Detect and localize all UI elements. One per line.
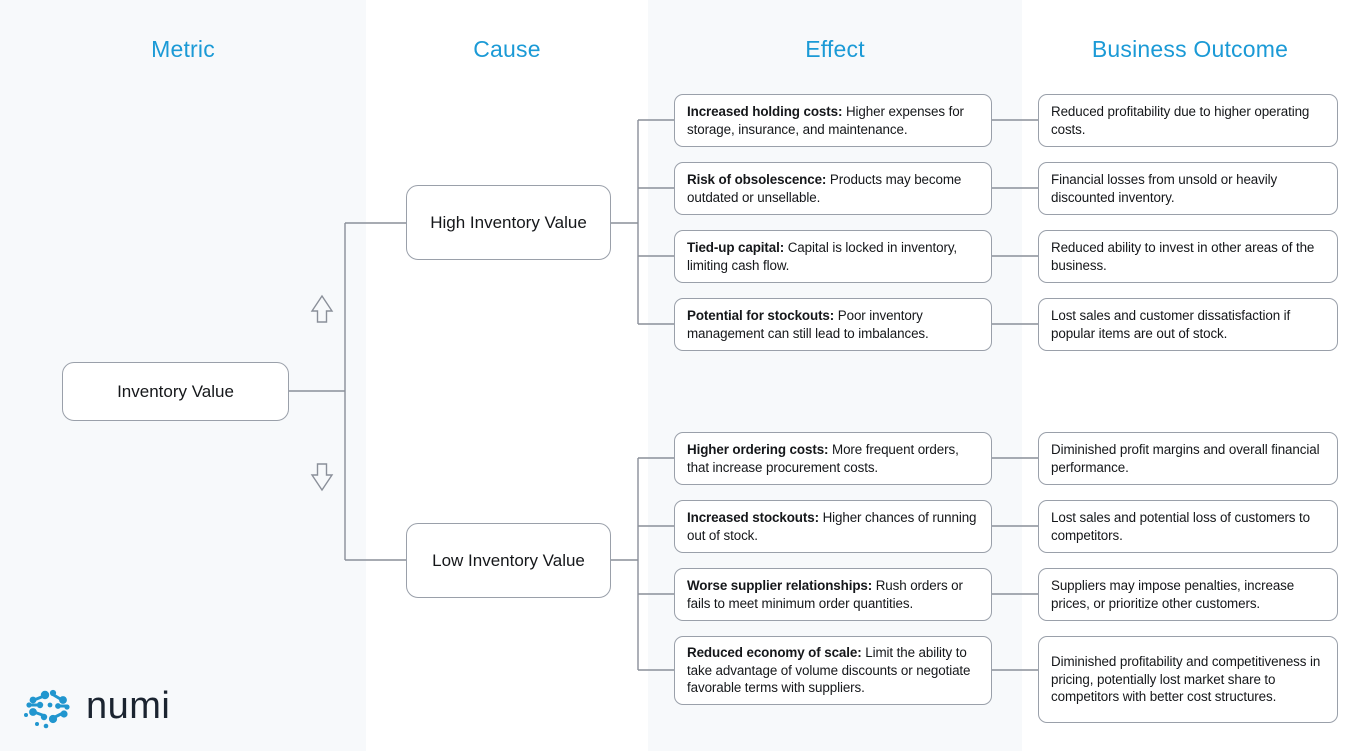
column-header-effect: Effect bbox=[805, 36, 865, 62]
outcome-box[interactable]: Lost sales and customer dissatisfaction … bbox=[1038, 298, 1338, 351]
effect-box[interactable]: Reduced economy of scale: Limit the abil… bbox=[674, 636, 992, 705]
outcome-box[interactable]: Diminished profitability and competitive… bbox=[1038, 636, 1338, 723]
outcome-text: Reduced ability to invest in other areas… bbox=[1051, 239, 1315, 273]
effect-description: Capital is locked in inventory, limiting… bbox=[687, 239, 958, 273]
node-inventory-value[interactable]: Inventory Value bbox=[62, 362, 289, 421]
outcome-text: Reduced profitability due to higher oper… bbox=[1051, 103, 1310, 137]
effect-description: Products may become outdated or unsellab… bbox=[687, 171, 962, 205]
effect-box[interactable]: Potential for stockouts: Poor inventory … bbox=[674, 298, 992, 351]
effect-title: Potential for stockouts: bbox=[687, 307, 835, 323]
outcome-box[interactable]: Financial losses from unsold or heavily … bbox=[1038, 162, 1338, 215]
outcome-text: Diminished profitability and competitive… bbox=[1051, 653, 1321, 705]
outcome-box[interactable]: Suppliers may impose penalties, increase… bbox=[1038, 568, 1338, 621]
effect-box[interactable]: Increased stockouts: Higher chances of r… bbox=[674, 500, 992, 553]
effect-description: Higher chances of running out of stock. bbox=[687, 509, 977, 543]
node-low-inventory-value[interactable]: Low Inventory Value bbox=[406, 523, 611, 598]
effect-description: Rush orders or fails to meet minimum ord… bbox=[687, 577, 963, 611]
logo-wordmark: numi bbox=[86, 685, 171, 727]
effect-box[interactable]: Tied-up capital: Capital is locked in in… bbox=[674, 230, 992, 283]
effect-description: Poor inventory management can still lead… bbox=[687, 307, 929, 341]
effect-description: Limit the ability to take advantage of v… bbox=[687, 644, 971, 696]
column-header-business-outcome: Business Outcome bbox=[1091, 36, 1289, 62]
outcome-box[interactable]: Lost sales and potential loss of custome… bbox=[1038, 500, 1338, 553]
outcome-text: Lost sales and potential loss of custome… bbox=[1051, 509, 1310, 543]
node-high-inventory-value[interactable]: High Inventory Value bbox=[406, 185, 611, 260]
effect-title: Increased stockouts: bbox=[687, 509, 819, 525]
effect-title: Higher ordering costs: bbox=[687, 441, 829, 457]
effect-box[interactable]: Worse supplier relationships: Rush order… bbox=[674, 568, 992, 621]
node-inventory-value-label: Inventory Value bbox=[117, 381, 234, 401]
effect-box[interactable]: Risk of obsolescence: Products may becom… bbox=[674, 162, 992, 215]
effect-title: Risk of obsolescence: bbox=[687, 171, 827, 187]
outcome-text: Diminished profit margins and overall fi… bbox=[1051, 441, 1320, 475]
column-header-metric: Metric bbox=[151, 36, 215, 62]
effect-title: Increased holding costs: bbox=[687, 103, 843, 119]
outcome-box[interactable]: Reduced ability to invest in other areas… bbox=[1038, 230, 1338, 283]
outcome-box[interactable]: Diminished profit margins and overall fi… bbox=[1038, 432, 1338, 485]
effect-title: Reduced economy of scale: bbox=[687, 644, 862, 660]
effect-title: Worse supplier relationships: bbox=[687, 577, 873, 593]
outcome-text: Suppliers may impose penalties, increase… bbox=[1051, 577, 1295, 611]
outcome-text: Financial losses from unsold or heavily … bbox=[1051, 171, 1278, 205]
effect-box[interactable]: Higher ordering costs: More frequent ord… bbox=[674, 432, 992, 485]
effect-box[interactable]: Increased holding costs: Higher expenses… bbox=[674, 94, 992, 147]
effect-title: Tied-up capital: bbox=[687, 239, 785, 255]
node-high-inventory-value-label: High Inventory Value bbox=[430, 212, 587, 232]
node-low-inventory-value-label: Low Inventory Value bbox=[432, 550, 585, 570]
outcome-box[interactable]: Reduced profitability due to higher oper… bbox=[1038, 94, 1338, 147]
brand-logo: numi bbox=[22, 681, 170, 731]
outcome-text: Lost sales and customer dissatisfaction … bbox=[1051, 307, 1291, 341]
effect-description: Higher expenses for storage, insurance, … bbox=[687, 103, 964, 137]
column-header-cause: Cause bbox=[473, 36, 541, 62]
network-dots-icon bbox=[24, 689, 70, 729]
effect-description: More frequent orders, that increase proc… bbox=[687, 441, 959, 475]
